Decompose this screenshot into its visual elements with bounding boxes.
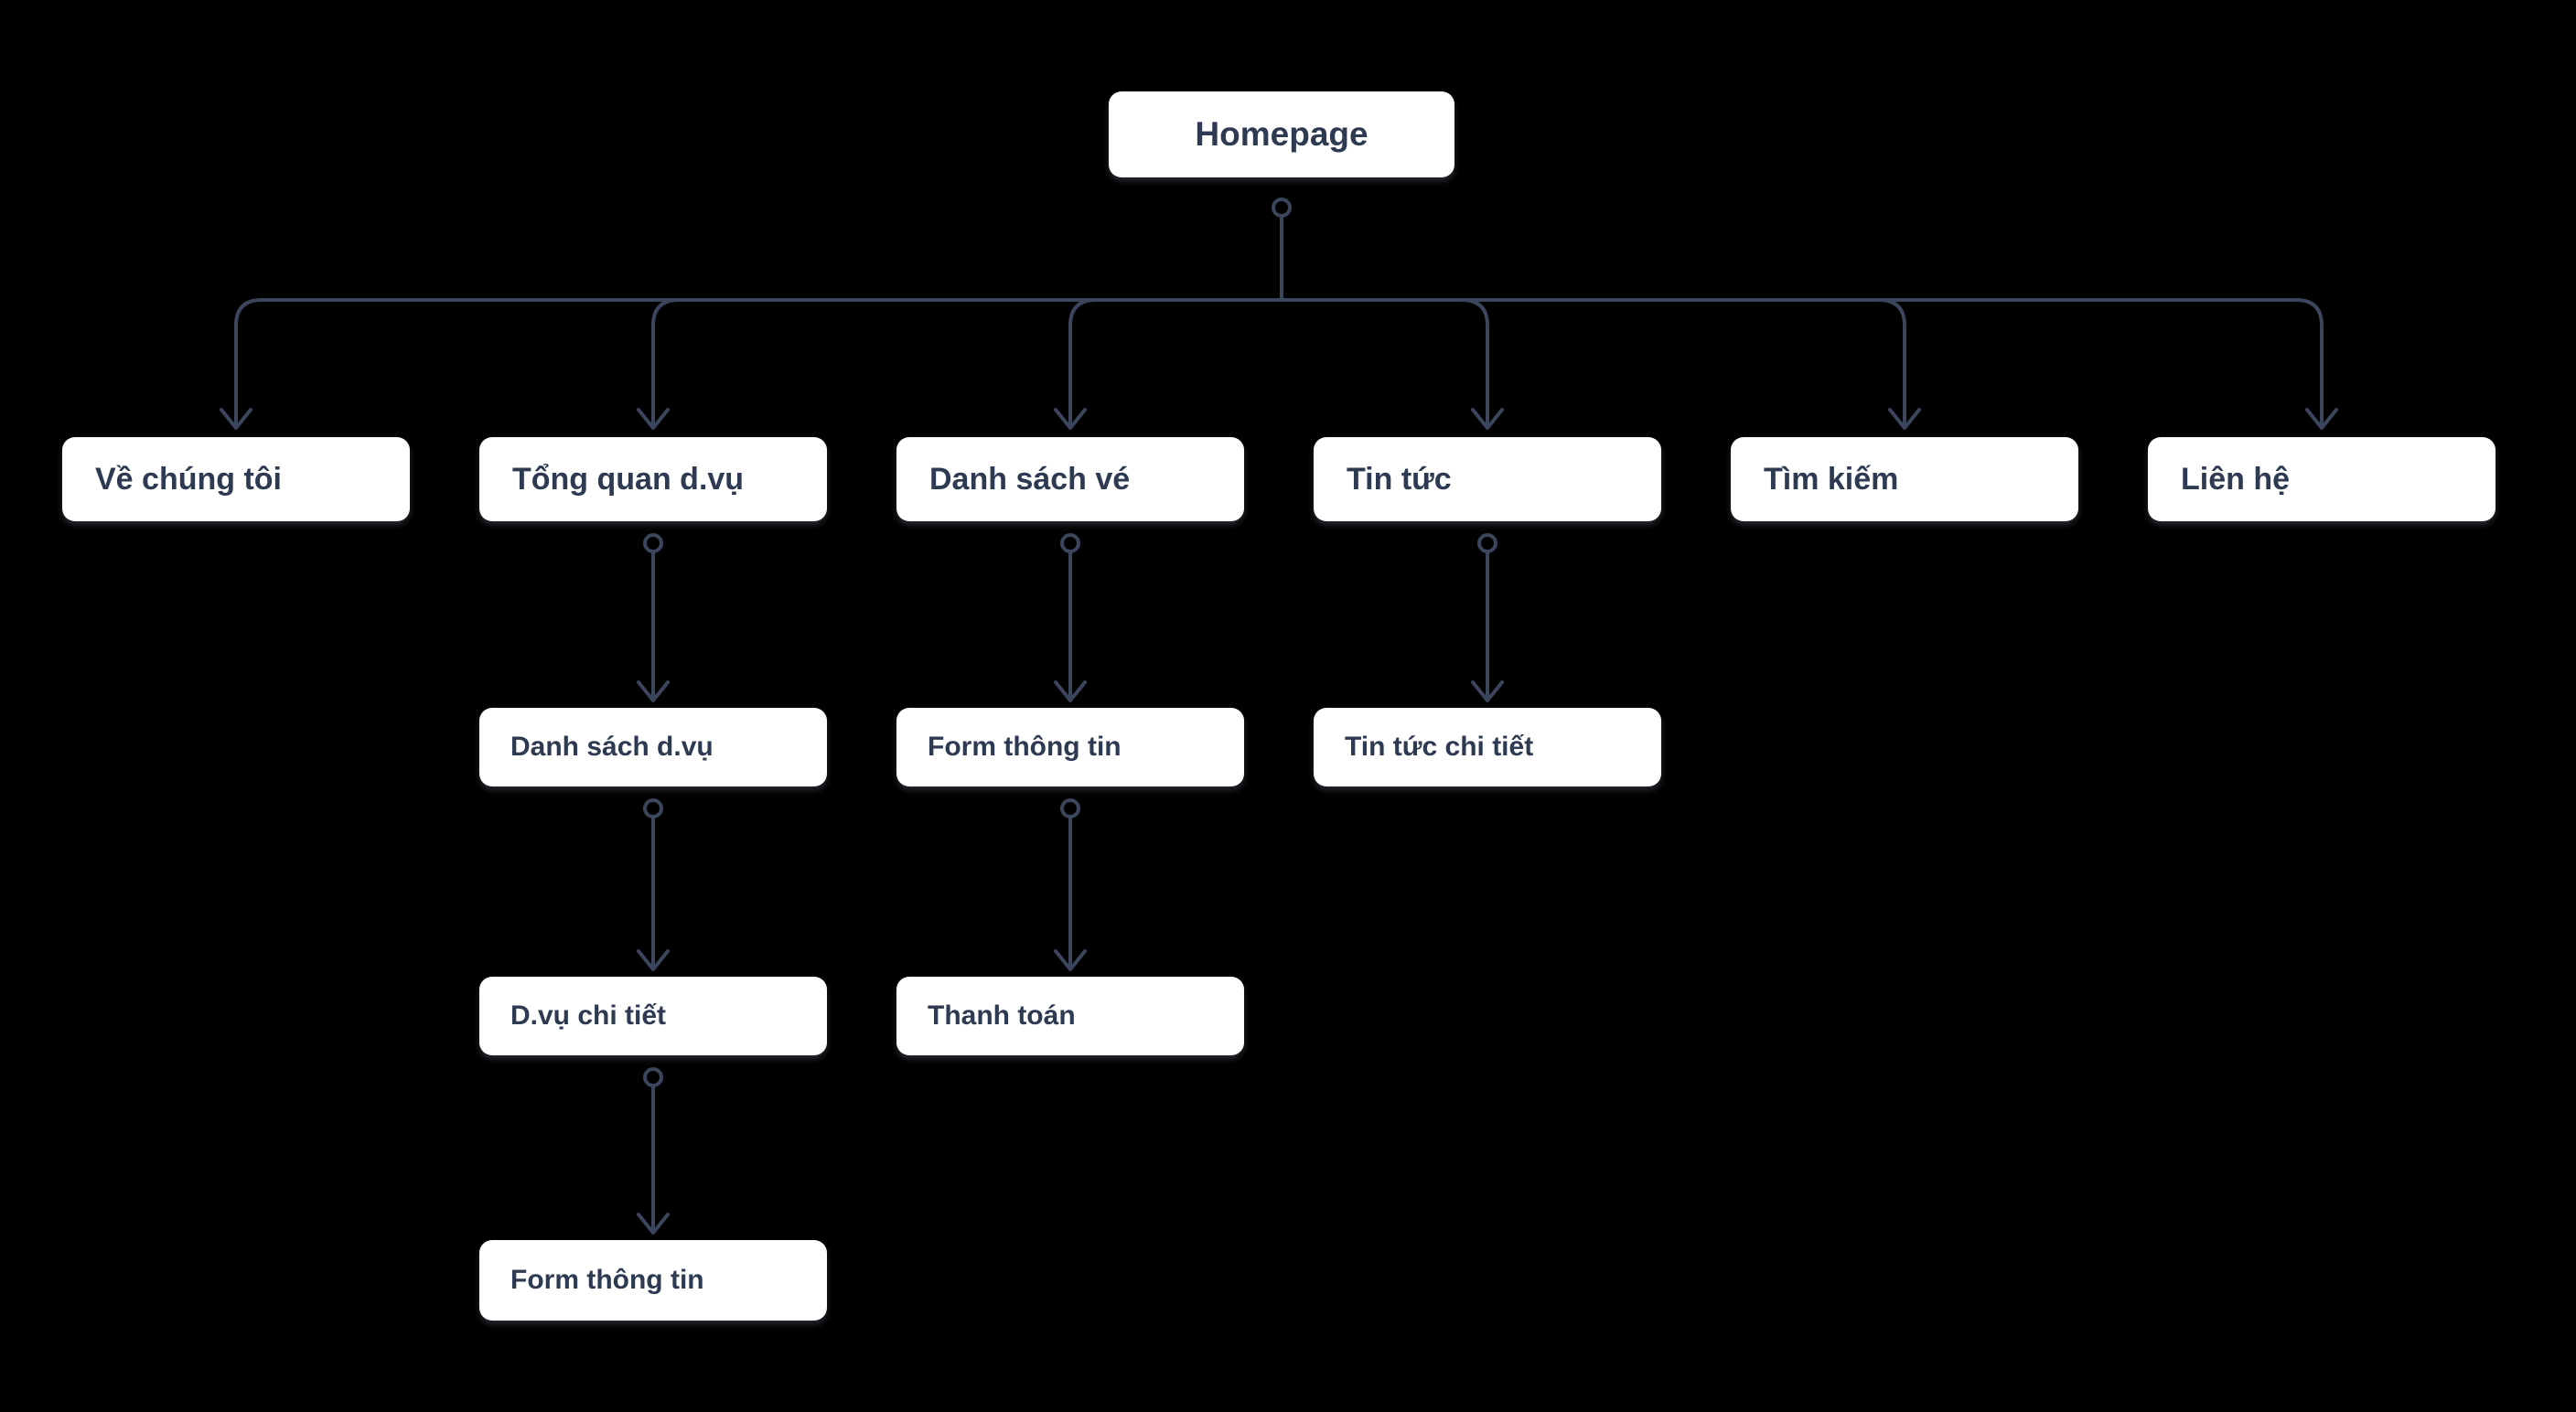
- node-tin-tuc-label: Tin tức: [1347, 461, 1452, 497]
- connector-origin-dot: [643, 1067, 663, 1087]
- arrowhead-icon: [2305, 408, 2338, 430]
- node-ve-chung-toi[interactable]: Về chúng tôi: [62, 437, 410, 521]
- node-thanh-toan[interactable]: Thanh toán: [896, 977, 1244, 1055]
- node-danh-sach-ve[interactable]: Danh sách vé: [896, 437, 1244, 521]
- arrowhead-icon: [637, 408, 670, 430]
- node-danh-sach-ve-label: Danh sách vé: [929, 461, 1131, 497]
- arrowhead-icon: [637, 1213, 670, 1235]
- arrowhead-icon: [220, 408, 252, 430]
- arrowhead-icon: [1054, 408, 1087, 430]
- arrowhead-icon: [1888, 408, 1921, 430]
- node-homepage[interactable]: Homepage: [1109, 91, 1454, 177]
- arrowhead-icon: [1471, 408, 1504, 430]
- node-homepage-label: Homepage: [1195, 115, 1368, 153]
- node-tin-tuc-chi-tiet-label: Tin tức chi tiết: [1345, 732, 1534, 762]
- node-thanh-toan-label: Thanh toán: [928, 1000, 1076, 1031]
- node-form-thong-tin-ve-label: Form thông tin: [928, 732, 1122, 762]
- node-form-thong-tin-dvu-label: Form thông tin: [510, 1265, 704, 1295]
- node-tong-quan-dvu[interactable]: Tổng quan d.vụ: [479, 437, 827, 521]
- node-danh-sach-dvu[interactable]: Danh sách d.vụ: [479, 708, 827, 786]
- connector-origin-dot: [1060, 533, 1080, 553]
- arrowhead-icon: [1471, 680, 1504, 702]
- connector-origin-dot: [1060, 798, 1080, 818]
- node-tong-quan-dvu-label: Tổng quan d.vụ: [512, 461, 745, 497]
- node-tim-kiem-label: Tìm kiếm: [1764, 461, 1899, 497]
- arrowhead-icon: [1054, 680, 1087, 702]
- node-lien-he-label: Liên hệ: [2181, 461, 2291, 497]
- node-dvu-chi-tiet-label: D.vụ chi tiết: [510, 1000, 667, 1031]
- node-lien-he[interactable]: Liên hệ: [2148, 437, 2496, 521]
- connector-origin-dot: [643, 533, 663, 553]
- arrowhead-icon: [637, 680, 670, 702]
- arrowhead-icon: [1054, 949, 1087, 971]
- connector-origin-dot: [1272, 198, 1292, 218]
- connector-origin-dot: [1477, 533, 1497, 553]
- node-tim-kiem[interactable]: Tìm kiếm: [1731, 437, 2078, 521]
- node-tin-tuc[interactable]: Tin tức: [1314, 437, 1661, 521]
- node-form-thong-tin-dvu[interactable]: Form thông tin: [479, 1240, 827, 1321]
- node-dvu-chi-tiet[interactable]: D.vụ chi tiết: [479, 977, 827, 1055]
- connector-origin-dot: [643, 798, 663, 818]
- node-ve-chung-toi-label: Về chúng tôi: [95, 461, 282, 497]
- node-tin-tuc-chi-tiet[interactable]: Tin tức chi tiết: [1314, 708, 1661, 786]
- node-form-thong-tin-ve[interactable]: Form thông tin: [896, 708, 1244, 786]
- node-danh-sach-dvu-label: Danh sách d.vụ: [510, 732, 714, 762]
- arrowhead-icon: [637, 949, 670, 971]
